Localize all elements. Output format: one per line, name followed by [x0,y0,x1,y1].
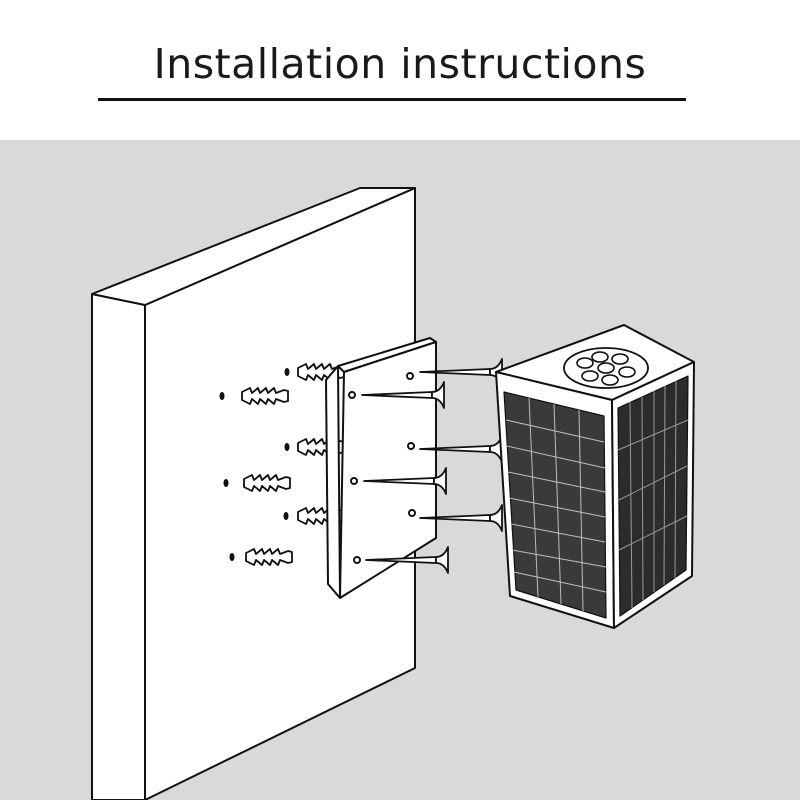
wall-icon [91,187,416,800]
page-title: Installation instructions [153,40,647,88]
wall-holes [219,368,290,561]
left-panel-grid [505,397,607,612]
title-underline [98,98,686,101]
solar-lamp-icon [495,324,695,629]
installation-diagram [0,140,800,800]
right-panel-grid [617,380,689,609]
installation-illustration [0,140,800,800]
header: Installation instructions [0,0,800,140]
lamp-led-cluster [576,351,636,386]
mounting-bracket-icon [325,337,437,599]
